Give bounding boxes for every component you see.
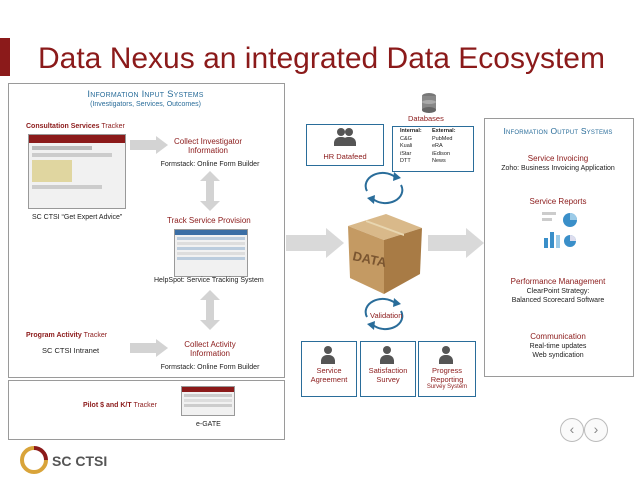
db-external-item: News [432, 157, 446, 164]
service-invoicing-caption: Zoho: Business Invoicing Application [501, 165, 615, 172]
databases-internal-header: Internal: [400, 128, 422, 134]
program-activity-rest: Tracker [81, 332, 108, 339]
db-external-item: eRA [432, 143, 443, 150]
collect-investigator-line2: Information [187, 146, 229, 155]
hr-datafeed-label: HR Datafeed [323, 152, 367, 161]
service-agreement-line1: Service [316, 366, 342, 375]
data-box-icon: DATA [348, 214, 422, 294]
program-activity-bold: Program Activity [26, 332, 82, 339]
input-systems-subheading: (Investigators, Services, Outcomes) [90, 101, 201, 108]
sc-ctsi-logo-text: SC CTSI [52, 453, 108, 469]
group-icon [334, 128, 356, 146]
cycle-arrows-bottom-icon [364, 297, 404, 331]
collect-activity-line2: Information [189, 349, 231, 358]
helpspot-screenshot [174, 229, 248, 277]
db-internal-item: C&G [400, 136, 412, 142]
databases-title: Databases [408, 114, 444, 123]
progress-reporting-line3: Survey System [426, 384, 468, 390]
consultation-screenshot [28, 134, 126, 209]
performance-management-line1: ClearPoint Strategy: [526, 288, 590, 295]
db-internal-item: DTT [400, 157, 411, 164]
svg-text:DATA: DATA [351, 248, 388, 270]
arrow-shaft-1 [130, 140, 156, 150]
cycle-arrows-top-icon [364, 171, 404, 205]
arrow-shaft-2 [130, 343, 156, 353]
double-arrow-vertical-2 [200, 290, 220, 330]
arrow-head-1 [156, 136, 168, 154]
satisfaction-survey-line1: Satisfaction [368, 366, 408, 375]
pilot-rest: Tracker [131, 402, 157, 409]
sc-ctsi-logo-icon [20, 446, 48, 474]
person-icon [380, 346, 394, 364]
prev-slide-button[interactable]: ‹ [560, 418, 584, 442]
db-external-item: iEdison [432, 150, 451, 157]
pilot-tracker-panel [8, 380, 285, 440]
service-agreement-label: Service Agreement [301, 366, 357, 384]
collect-activity-label: Collect Activity Information [152, 340, 268, 358]
performance-management-title: Performance Management [510, 277, 606, 286]
arrow-head-2 [156, 339, 168, 357]
satisfaction-survey-label: Satisfaction Survey [360, 366, 416, 384]
database-icon [422, 93, 436, 113]
double-arrow-vertical-1 [200, 171, 220, 211]
satisfaction-survey-line2: Survey [376, 375, 400, 384]
input-systems-heading: Information Input Systems [87, 89, 204, 100]
consultation-bold: Consultation Services [26, 123, 100, 130]
collect-activity-caption: Formstack: Online Form Builder [160, 364, 260, 371]
collect-investigator-label: Collect Investigator Information [150, 137, 266, 155]
databases-external-header: External: [432, 128, 456, 134]
progress-reporting-line2: Reporting [430, 375, 464, 384]
service-invoicing-title: Service Invoicing [527, 154, 589, 163]
service-agreement-line2: Agreement [310, 375, 348, 384]
data-to-output-arrow [428, 228, 484, 258]
collect-investigator-line1: Collect Investigator [173, 137, 243, 146]
egate-screenshot [181, 386, 235, 416]
performance-management-line2: Balanced Scorecard Software [511, 297, 605, 304]
consultation-caption: SC CTSI “Get Expert Advice” [32, 214, 123, 221]
report-charts-icon [542, 212, 577, 248]
chevron-right-icon: › [593, 421, 599, 437]
validation-label: Validation [370, 311, 403, 320]
pilot-bold: Pilot $ and K/T [83, 402, 132, 409]
track-service-label: Track Service Provision [167, 216, 251, 225]
progress-reporting-label: Progress Reporting Survey System [418, 366, 476, 390]
output-systems-heading: Information Output Systems [503, 126, 613, 136]
pilot-tracker-label: Pilot $ and K/T Tracker [83, 402, 157, 409]
progress-reporting-line1: Progress [431, 366, 462, 375]
egate-caption: e-GATE [196, 421, 221, 428]
collect-activity-line1: Collect Activity [184, 340, 236, 349]
db-external-item: PubMed [432, 136, 453, 142]
databases-box [392, 126, 474, 172]
track-service-caption: HelpSpot: Service Tracking System [154, 277, 264, 284]
person-icon [321, 346, 335, 364]
chevron-left-icon: ‹ [569, 421, 575, 437]
collect-investigator-caption: Formstack: Online Form Builder [160, 161, 260, 168]
db-internal-item: iStar [400, 150, 412, 157]
program-activity-caption: SC CTSI Intranet [42, 346, 100, 355]
communication-line2: Web syndication [532, 352, 584, 359]
databases-internal-list: C&G Kuali iStar DTT [400, 136, 412, 165]
input-to-data-arrow [286, 228, 344, 258]
slide-title: Data Nexus an integrated Data Ecosystem [38, 42, 605, 75]
program-activity-label: Program Activity Tracker [26, 332, 107, 339]
service-reports-title: Service Reports [529, 197, 587, 206]
consultation-tracker-label: Consultation Services Tracker [26, 123, 125, 130]
communication-line1: Real-time updates [529, 343, 587, 350]
person-icon [439, 346, 453, 364]
databases-external-list: PubMed eRA iEdison News [432, 136, 453, 165]
consultation-rest: Tracker [99, 123, 125, 130]
db-internal-item: Kuali [400, 143, 413, 150]
communication-title: Communication [530, 332, 586, 341]
title-accent-bar [0, 38, 10, 76]
next-slide-button[interactable]: › [584, 418, 608, 442]
